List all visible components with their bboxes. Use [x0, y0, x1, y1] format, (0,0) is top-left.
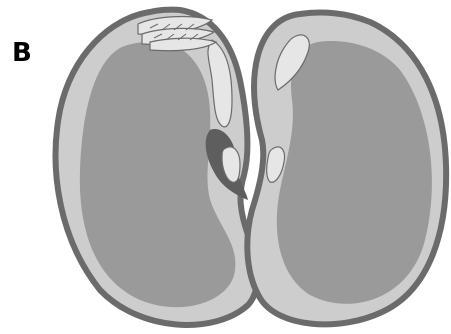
- right-seed-half: [247, 13, 446, 325]
- plumule-leaves: [138, 17, 216, 51]
- left-seed-half: [56, 10, 258, 325]
